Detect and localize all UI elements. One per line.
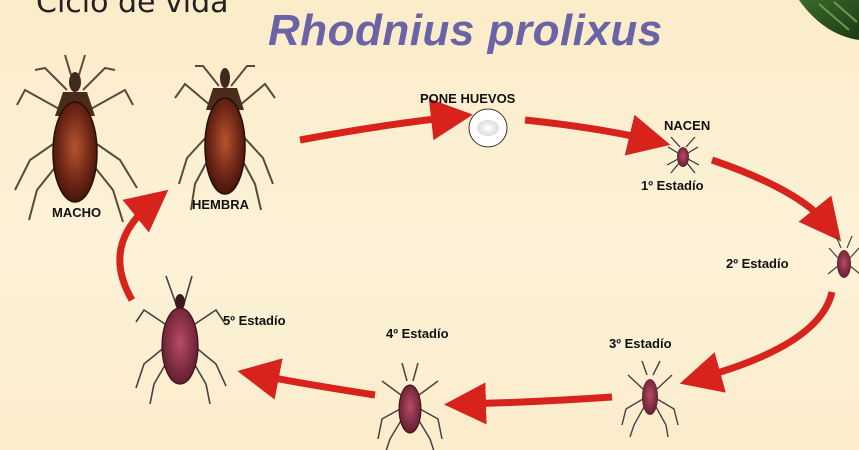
label-estadio-1: 1º Estadío (641, 178, 704, 193)
adult-female-bug (175, 66, 275, 210)
label-estadio-2: 2º Estadío (726, 256, 789, 271)
label-hembra: HEMBRA (192, 197, 249, 212)
arrow-hembra-to-huevos (300, 117, 452, 140)
hatchling-nymph (667, 137, 699, 173)
adult-male-bug (15, 55, 137, 222)
nymph-2nd-instar (828, 236, 859, 278)
label-pone-huevos: PONE HUEVOS (420, 91, 515, 106)
nymph-3rd-instar (622, 361, 678, 437)
arrow-4-to-5 (258, 375, 375, 395)
nymph-4th-instar (378, 363, 442, 450)
label-nacen: NACEN (664, 118, 710, 133)
nymph-5th-instar (136, 276, 226, 404)
egg (469, 109, 507, 147)
arrow-huevos-to-nacen (525, 120, 650, 140)
label-estadio-4: 4º Estadío (386, 326, 449, 341)
arrow-nacen-to-2 (712, 160, 828, 225)
arrow-5-to-macho (120, 203, 152, 300)
arrow-2-to-3 (700, 292, 832, 378)
label-estadio-5: 5º Estadío (223, 313, 286, 328)
label-macho: MACHO (52, 205, 101, 220)
label-estadio-3: 3º Estadío (609, 336, 672, 351)
arrow-3-to-4 (465, 397, 612, 404)
